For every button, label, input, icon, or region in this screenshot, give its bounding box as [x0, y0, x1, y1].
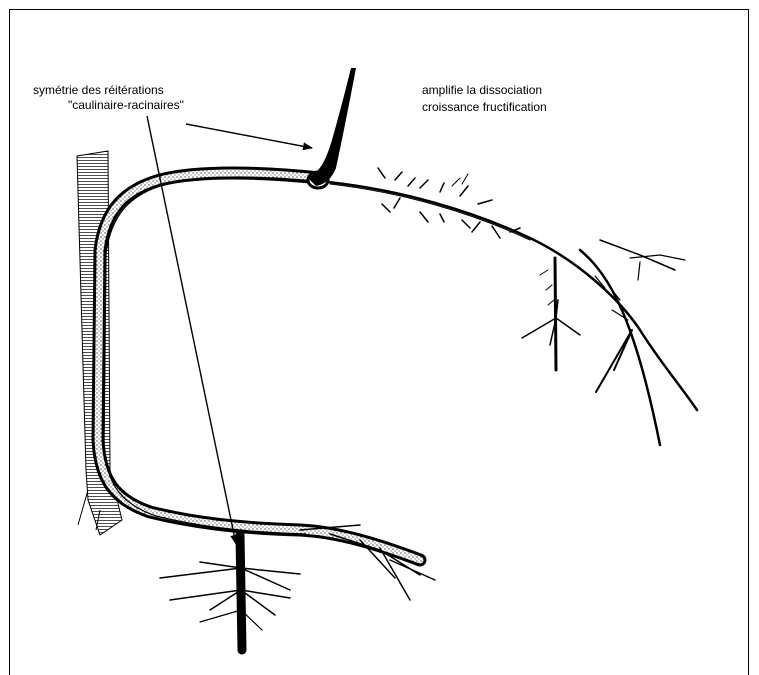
- arrow-to-upper-shoot: [186, 124, 312, 148]
- annotation-right-line2: croissance fructification: [422, 100, 547, 115]
- upper-shoot: [308, 68, 356, 186]
- main-axis: [98, 173, 420, 560]
- annotation-right-line1: amplifie la dissociation: [422, 83, 542, 98]
- annotation-left-line2: "caulinaire-racinaires": [68, 98, 184, 113]
- annotation-left-line1: symétrie des réitérations: [33, 83, 164, 98]
- fruiting-branch: [328, 168, 697, 445]
